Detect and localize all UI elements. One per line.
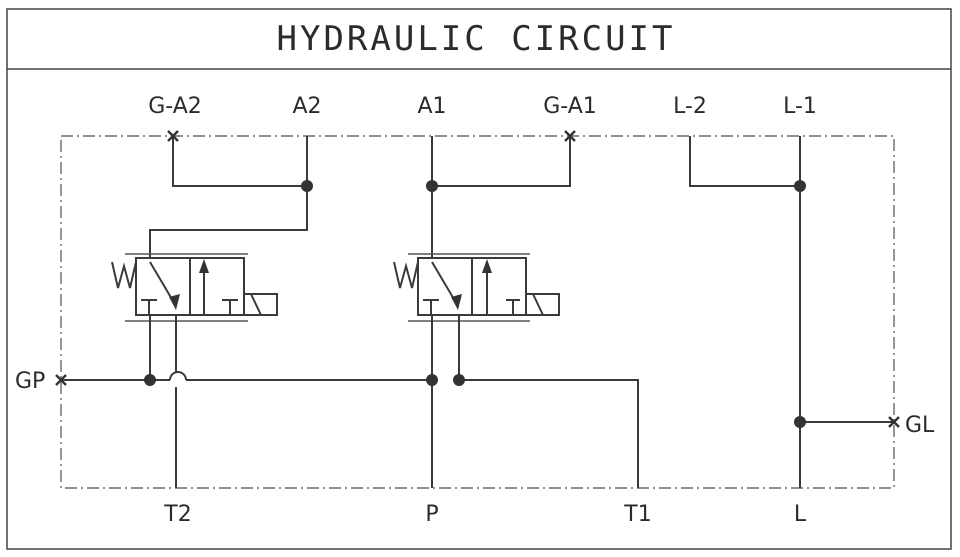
a2-circuit-lines	[149, 136, 308, 258]
spring-icon	[111, 261, 137, 289]
main-pressure-line	[61, 315, 433, 488]
l-circuit-lines	[689, 136, 894, 488]
tank-lines	[175, 315, 639, 488]
junction-a2	[301, 180, 313, 192]
junction-gl	[794, 416, 806, 428]
port-label-gl: GL	[905, 413, 935, 438]
port-label-l: L	[794, 502, 807, 527]
diagram-title: HYDRAULIC CIRCUIT	[277, 19, 676, 59]
manifold-boundary	[60, 135, 895, 489]
port-label-t2: T2	[163, 502, 191, 527]
port-label-t1: T1	[623, 502, 651, 527]
junction-p	[426, 374, 438, 386]
junction-gp	[144, 374, 156, 386]
gauge-port-gp-icon	[55, 374, 67, 386]
junction-l1	[794, 180, 806, 192]
valve-a1	[408, 253, 560, 322]
port-label-a1: A1	[417, 94, 446, 119]
junction-a1	[426, 180, 438, 192]
port-label-l-1: L-1	[783, 94, 817, 119]
port-label-a2: A2	[292, 94, 321, 119]
port-label-l-2: L-2	[673, 94, 707, 119]
spring-icon	[393, 261, 419, 289]
gauge-port-g-a1-icon	[564, 130, 576, 142]
gauge-port-gl-icon	[888, 416, 900, 428]
a1-circuit-lines	[431, 136, 571, 258]
port-label-g-a2: G-A2	[148, 94, 202, 119]
port-label-g-a1: G-A1	[543, 94, 597, 119]
port-label-p: P	[425, 502, 438, 527]
valve-a2	[125, 253, 278, 322]
gauge-port-g-a2-icon	[167, 130, 179, 142]
outer-border	[6, 8, 952, 550]
port-label-gp: GP	[15, 369, 45, 394]
junction-t1	[453, 374, 465, 386]
